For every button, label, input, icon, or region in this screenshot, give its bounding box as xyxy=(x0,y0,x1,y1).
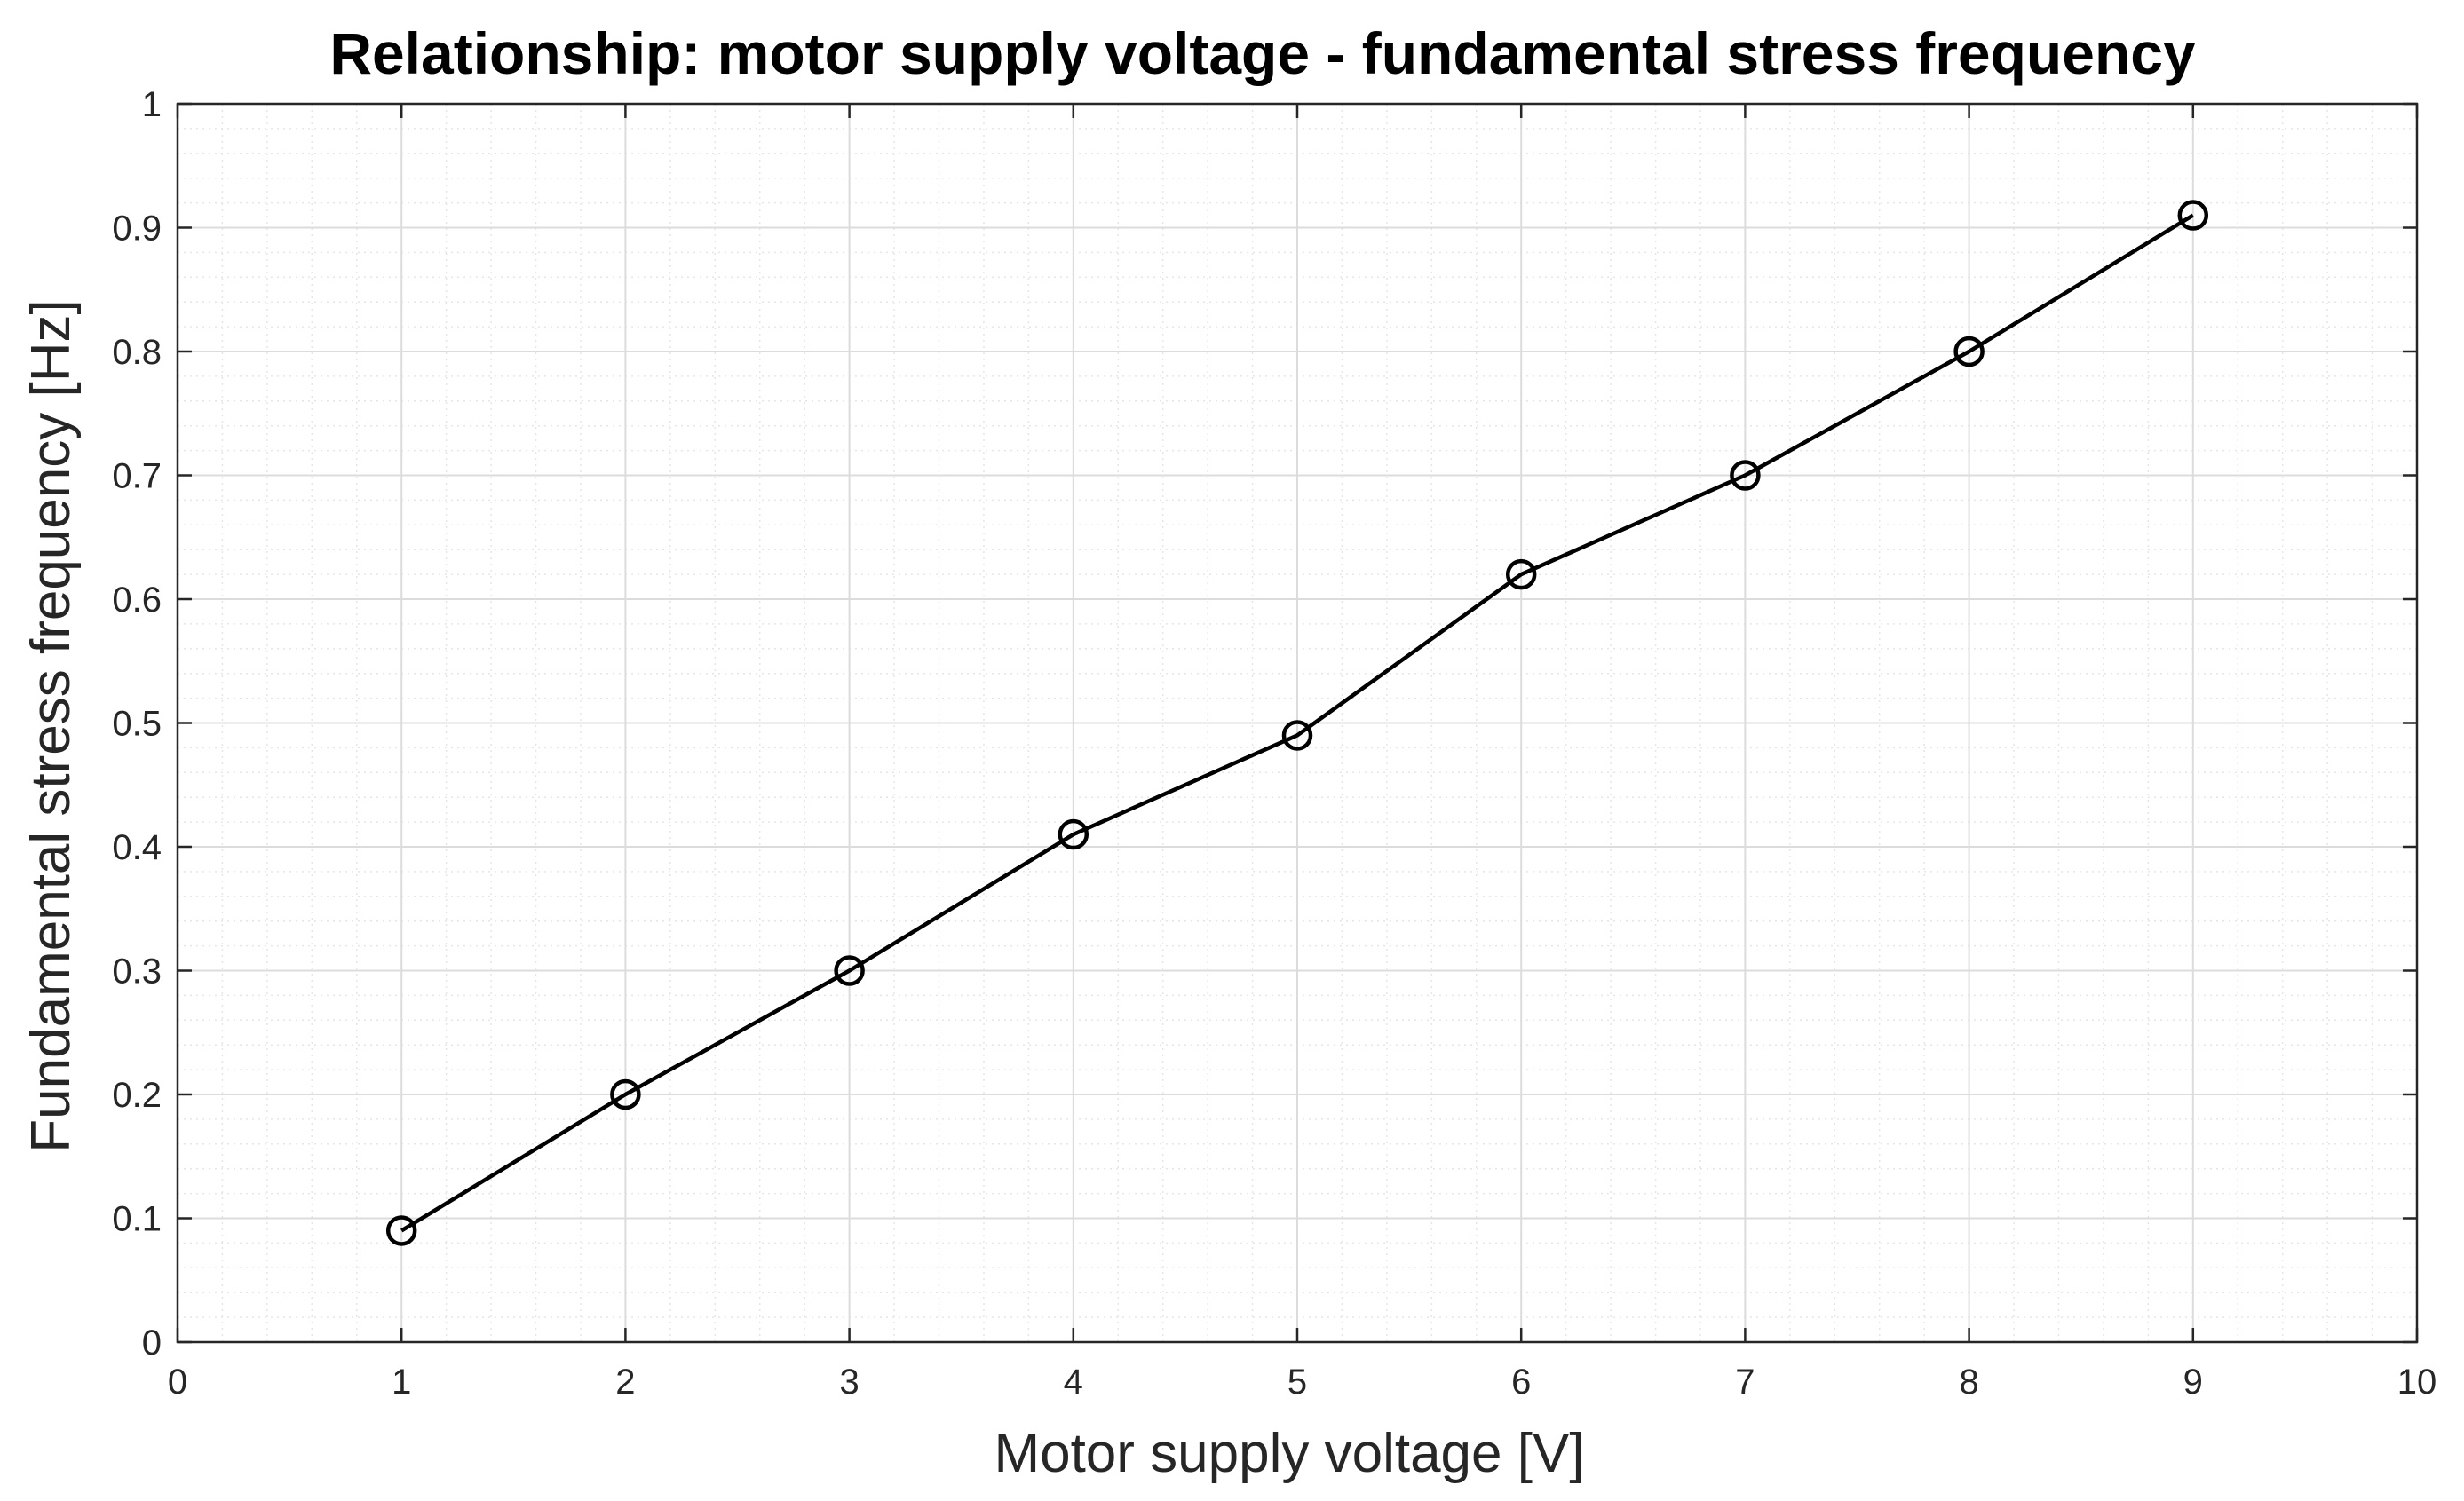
x-tick-label: 0 xyxy=(168,1363,187,1402)
x-tick-label: 8 xyxy=(1959,1363,1978,1402)
x-axis: 0 1 2 3 4 5 6 7 8 9 10 xyxy=(168,104,2436,1402)
series-layer xyxy=(385,200,2209,1246)
x-tick-label: 5 xyxy=(1287,1363,1307,1402)
y-tick-label: 0.3 xyxy=(112,952,162,991)
data-point-marker xyxy=(2177,200,2209,231)
y-axis: 0 0.1 0.2 0.3 0.4 0.5 0.6 0.7 0.8 0.9 1 xyxy=(112,85,2417,1363)
y-axis-label: Fundamental stress frequency [Hz] xyxy=(20,299,82,1152)
y-tick-label: 0.6 xyxy=(112,581,162,620)
data-point-marker xyxy=(1730,460,1761,491)
plot-area: 0 1 2 3 4 5 6 7 8 9 10 0 0.1 0.2 0.3 0.4 0.5 0.6 0.7 0.8 0.… xyxy=(112,85,2436,1402)
x-tick-label: 6 xyxy=(1511,1363,1531,1402)
x-tick-label: 7 xyxy=(1735,1363,1755,1402)
data-point-marker xyxy=(610,1078,641,1110)
data-point-marker xyxy=(385,1215,417,1246)
y-tick-label: 0.5 xyxy=(112,705,162,744)
y-tick-label: 0.7 xyxy=(112,457,162,496)
x-tick-label: 4 xyxy=(1064,1363,1083,1402)
x-tick-label: 1 xyxy=(392,1363,411,1402)
y-tick-label: 0.9 xyxy=(112,209,162,249)
data-point-marker xyxy=(1953,336,1985,367)
y-tick-label: 0 xyxy=(142,1323,162,1363)
data-point-marker xyxy=(1281,720,1313,751)
y-tick-label: 1 xyxy=(142,85,162,124)
chart-title: Relationship: motor supply voltage - fun… xyxy=(329,20,2196,86)
data-point-marker xyxy=(1505,558,1537,590)
data-point-marker xyxy=(834,955,865,986)
y-tick-label: 0.4 xyxy=(112,828,162,867)
x-tick-label: 2 xyxy=(615,1363,635,1402)
x-tick-label: 10 xyxy=(2397,1363,2437,1402)
x-tick-label: 3 xyxy=(839,1363,859,1402)
data-point-marker xyxy=(1058,818,1089,850)
x-tick-label: 9 xyxy=(2183,1363,2203,1402)
series-line xyxy=(400,213,2194,1233)
y-tick-label: 0.2 xyxy=(112,1076,162,1115)
y-tick-label: 0.1 xyxy=(112,1200,162,1239)
x-axis-label: Motor supply voltage [V] xyxy=(994,1423,1584,1484)
y-tick-label: 0.8 xyxy=(112,333,162,372)
